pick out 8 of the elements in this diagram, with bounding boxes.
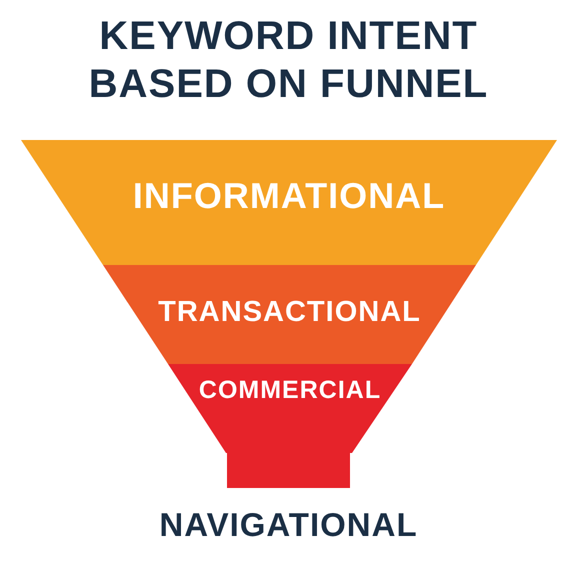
diagram-title: KEYWORD INTENT BASED ON FUNNEL <box>88 13 490 108</box>
funnel-band <box>21 140 557 265</box>
band-label: COMMERCIAL <box>198 376 382 405</box>
band-label: TRANSACTIONAL <box>158 296 421 329</box>
funnel-band <box>168 364 412 488</box>
stage-label: NAVIGATIONAL <box>159 506 418 544</box>
band-label: INFORMATIONAL <box>132 175 446 217</box>
funnel-band <box>103 265 476 364</box>
